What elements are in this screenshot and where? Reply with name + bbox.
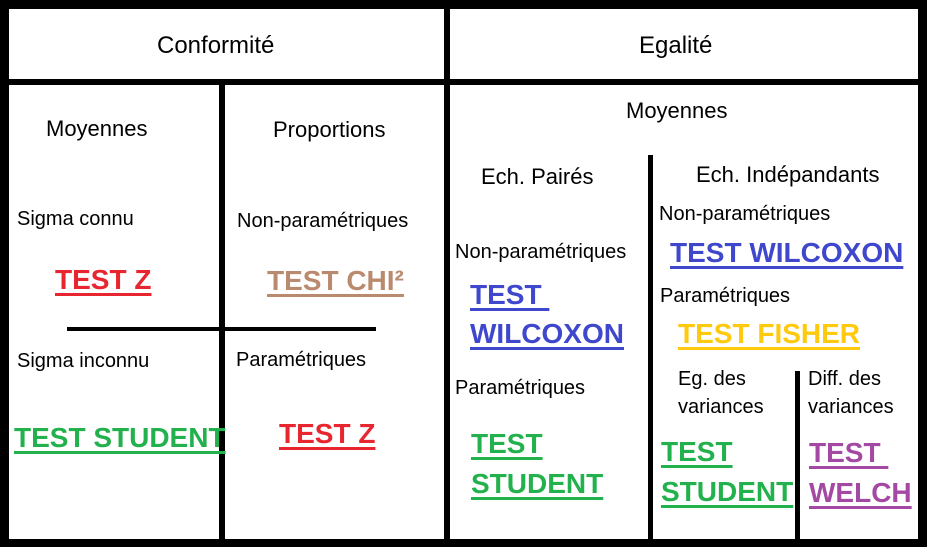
egalite-moyennes-title: Moyennes: [626, 98, 728, 123]
paires-test-wilcoxon-line2[interactable]: WILCOXON: [470, 318, 624, 349]
paires-test-wilcoxon-line1[interactable]: TEST: [470, 279, 550, 310]
sigma-connu-label: Sigma connu: [17, 208, 134, 230]
test-welch-line2[interactable]: WELCH: [809, 477, 912, 508]
paires-parametriques-label: Paramétriques: [455, 377, 586, 399]
header-right-cell: [450, 9, 918, 79]
eg-variances-label-line1: Eg. des: [678, 368, 746, 390]
proportions-cell: [225, 85, 444, 539]
egalite-cell: [450, 85, 918, 539]
moyennes-conformite-cell: [9, 85, 219, 539]
header-left-cell: [9, 9, 444, 79]
test-chi2-link[interactable]: TEST CHI²: [267, 265, 404, 296]
conformite-horizontal-divider: [67, 327, 376, 331]
test-fisher-link[interactable]: TEST FISHER: [678, 318, 861, 349]
test-z-link[interactable]: TEST Z: [55, 264, 152, 295]
paires-independants-divider: [648, 155, 653, 539]
independants-test-wilcoxon-link[interactable]: TEST WILCOXON: [670, 237, 904, 268]
independants-test-student-line2[interactable]: STUDENT: [661, 476, 794, 507]
header-conformite: Conformité: [157, 32, 275, 59]
paires-title: Ech. Pairés: [481, 164, 594, 189]
independants-title: Ech. Indépandants: [696, 162, 880, 187]
test-welch-line1[interactable]: TEST: [809, 437, 889, 468]
paires-test-student-line2[interactable]: STUDENT: [471, 468, 604, 499]
independants-parametriques-label: Paramétriques: [660, 285, 791, 307]
header-egalite: Egalité: [639, 32, 713, 59]
proportions-non-parametriques-label: Non-paramétriques: [237, 210, 409, 232]
independants-non-parametriques-label: Non-paramétriques: [659, 203, 831, 225]
proportions-parametriques-label: Paramétriques: [236, 349, 367, 371]
eg-variances-label-line2: variances: [678, 396, 764, 418]
paires-non-parametriques-label: Non-paramétriques: [455, 241, 627, 263]
independants-test-student-line1[interactable]: TEST: [661, 436, 733, 467]
variances-divider: [795, 371, 800, 539]
paires-test-student-line1[interactable]: TEST: [471, 428, 543, 459]
diff-variances-label-line1: Diff. des: [808, 368, 881, 390]
moyennes-title: Moyennes: [46, 116, 148, 141]
diff-variances-label-line2: variances: [808, 396, 894, 418]
proportions-title: Proportions: [273, 117, 386, 142]
test-student-link[interactable]: TEST STUDENT: [14, 422, 226, 453]
sigma-inconnu-label: Sigma inconnu: [17, 350, 150, 372]
proportions-test-z-link[interactable]: TEST Z: [279, 418, 376, 449]
